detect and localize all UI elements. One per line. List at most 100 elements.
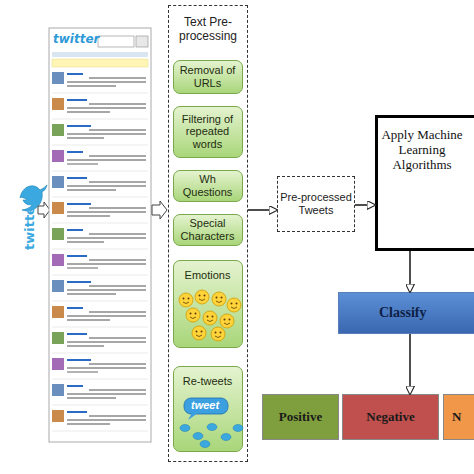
logo-text: twitter [53,32,99,46]
avatar [52,280,64,292]
tweet-text-line [67,163,98,164]
tweet-text-line [67,267,98,268]
avatar [52,306,64,318]
tweet-text-line [89,181,146,182]
result-box: Positive [262,394,339,440]
tweet-text-line [89,415,146,416]
user-name [67,359,91,361]
tweet-text-line [67,371,98,372]
tweet-text-line [89,337,146,338]
tweet-text-line [67,289,146,290]
tweet-text-line [67,367,146,368]
process-box: Apply Machine Learning Algorithms [375,115,474,251]
tweet-text-line [89,207,146,208]
user-name [67,229,83,231]
tweet-text-line [67,211,146,212]
flow-arrow [409,334,411,394]
user-name [67,411,87,413]
tweet-text-line [67,107,146,108]
user-name [67,151,83,153]
tweet-text-line [67,85,116,86]
flow-arrow [248,209,277,211]
user-name [67,255,87,257]
node-text: Wh Questions [176,173,240,198]
tweet-text-line [89,77,146,78]
logo-text: twitter [22,200,37,250]
group-box: Text Pre-processingRemoval of URLsFilter… [168,5,248,462]
row-divider [52,301,148,302]
data-box: Pre-processed Tweets [277,176,355,232]
node-text: Classify [379,305,426,321]
flow-arrow [355,204,375,206]
row-divider [52,223,148,224]
process-box: Special Characters [173,214,243,246]
row-divider [52,275,148,276]
tweet-text-line [67,419,146,420]
tweet-text-line [89,103,146,104]
row-divider [52,353,148,354]
node-text: Positive [279,410,322,425]
row-divider [52,197,148,198]
tweet-text-line [67,397,116,398]
tweet-text-line [89,155,146,156]
avatar [52,202,64,214]
node-text: Special Characters [176,217,240,242]
tweet-text-line [67,423,110,424]
avatar [52,150,64,162]
tweet-text-line [89,363,146,364]
tweet-text-line [67,345,104,346]
result-box: N [443,394,474,440]
node-text: Apply Machine Learning Algorithms [378,128,466,173]
node-text: Re-tweets [183,375,233,388]
tweet-text-line [67,241,104,242]
avatar [52,124,64,136]
tweet-text-line [67,237,146,238]
process-box: Wh Questions [173,170,243,202]
process-box: Emotions [173,260,243,348]
badge-text: tweet [191,399,219,411]
twitter-screenshot [49,28,151,442]
block-arrow [38,202,50,218]
avatar [52,176,64,188]
user-name [67,125,91,127]
avatar [52,384,64,396]
tweet-text-line [67,341,146,342]
tweet-text-line [67,319,110,320]
node-text: Negative [366,410,414,425]
tweet-text-line [67,189,116,190]
avatar [52,72,64,84]
block-arrow [152,201,167,219]
row-divider [52,93,148,94]
tweet-text-line [67,185,146,186]
avatar [52,228,64,240]
user-name [67,99,87,101]
avatar [52,358,64,370]
user-name [67,385,83,387]
avatar [52,98,64,110]
node-text: N [452,410,461,425]
tweet-text-line [89,389,146,390]
avatar [52,332,64,344]
user-name [67,281,91,283]
node-text: Filtering of repeated words [176,113,240,151]
tweet-text-line [67,111,110,112]
tweet-text-line [67,159,146,160]
node-text: Emotions [185,269,231,282]
tweet-text-line [89,129,146,130]
node-text: Text Pre-processing [169,16,247,44]
process-box: Filtering of repeated words [173,106,243,158]
tweet-text-line [67,293,116,294]
process-box: Removal of URLs [173,60,243,94]
row-divider [52,171,148,172]
tweet-text-line [89,311,146,312]
process-box: Classify [338,292,474,334]
tweet-text-line [67,215,110,216]
user-name [67,307,83,309]
row-divider [52,249,148,250]
row-divider [52,431,148,432]
node-text: Removal of URLs [176,64,240,89]
flow-arrow [409,251,411,292]
avatar [52,254,64,266]
row-divider [52,405,148,406]
user-name [67,333,87,335]
